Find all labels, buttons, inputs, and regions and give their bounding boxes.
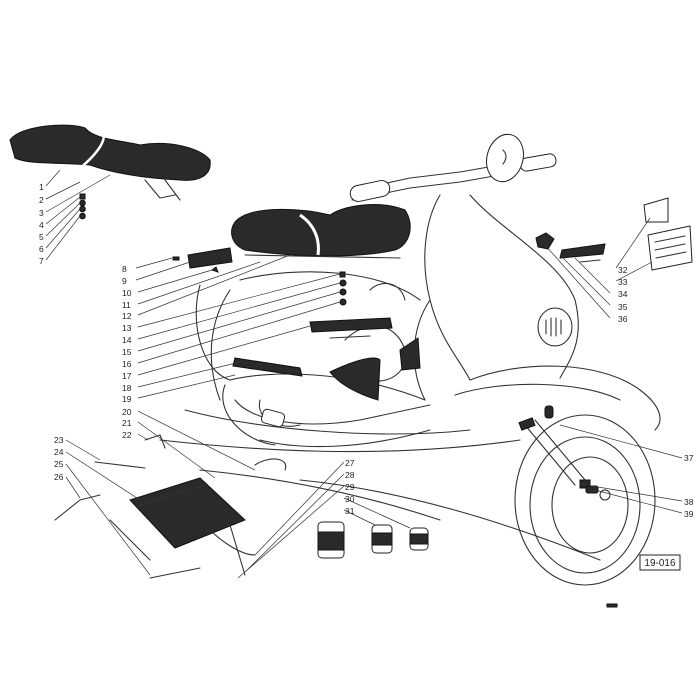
- part-label: 34: [618, 289, 628, 299]
- part-label: 26: [54, 472, 64, 482]
- part-number-labels: 1 2 3 4 5 6 7 8 9 10 11 12 13 14 15 16 1…: [39, 182, 694, 519]
- part-label: 17: [122, 371, 132, 381]
- part-label: 38: [684, 497, 694, 507]
- part-label: 1: [39, 182, 44, 192]
- part-label: 24: [54, 447, 64, 457]
- part-label: 29: [345, 482, 355, 492]
- side-badge: [232, 317, 421, 401]
- part-label: 37: [684, 453, 694, 463]
- leader-lines: [45, 169, 683, 579]
- part-label: 3: [39, 208, 44, 218]
- part-label: 27: [345, 458, 355, 468]
- part-label: 4: [39, 220, 44, 230]
- part-label: 20: [122, 407, 132, 417]
- part-label: 30: [345, 494, 355, 504]
- part-label: 35: [618, 302, 628, 312]
- part-label: 18: [122, 383, 132, 393]
- part-label: 36: [618, 314, 628, 324]
- part-label: 13: [122, 323, 132, 333]
- reference-code: 19-016: [644, 558, 676, 569]
- part-label: 8: [122, 264, 127, 274]
- part-label: 33: [618, 277, 628, 287]
- part-label: 31: [345, 506, 355, 516]
- part-label: 5: [39, 232, 44, 242]
- part-label: 12: [122, 311, 132, 321]
- seat-installed: [231, 204, 411, 259]
- part-label: 32: [618, 265, 628, 275]
- seat-detached: [9, 124, 211, 201]
- part-label: 10: [122, 288, 132, 298]
- part-label: 23: [54, 435, 64, 445]
- part-label: 25: [54, 459, 64, 469]
- part-label: 28: [345, 470, 355, 480]
- part-label: 9: [122, 276, 127, 286]
- part-label: 16: [122, 359, 132, 369]
- part-label: 39: [684, 509, 694, 519]
- part-label: 15: [122, 347, 132, 357]
- scooter-outline: [159, 133, 661, 586]
- small-parts: [54, 193, 693, 608]
- part-label: 6: [39, 244, 44, 254]
- part-label: 14: [122, 335, 132, 345]
- part-label: 11: [122, 300, 131, 310]
- part-label: 19: [122, 394, 132, 404]
- part-label: 21: [122, 418, 132, 428]
- part-label: 7: [39, 256, 44, 266]
- reference-box: 19-016: [639, 554, 681, 571]
- part-label: 22: [122, 430, 132, 440]
- part-label: 2: [39, 195, 44, 205]
